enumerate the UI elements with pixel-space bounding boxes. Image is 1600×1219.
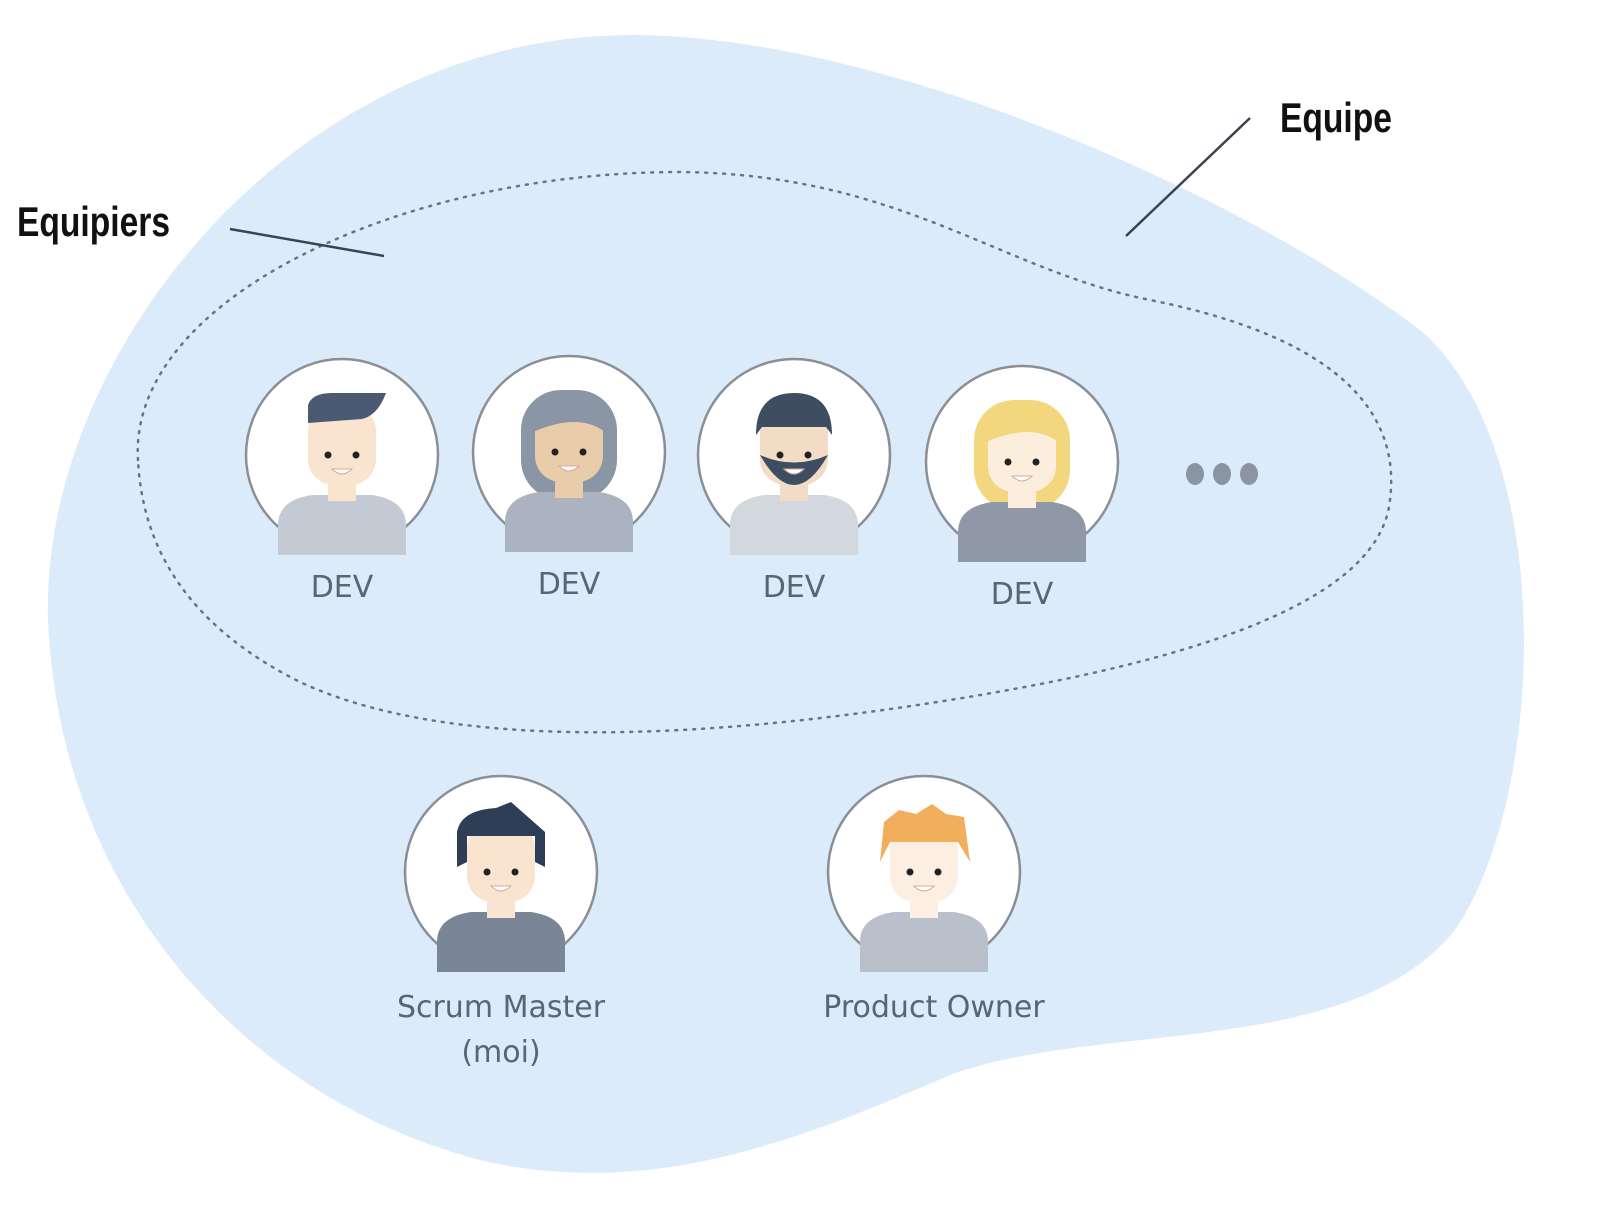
scrum-master-label: Scrum Master — [397, 990, 606, 1025]
member-role-label: DEV — [991, 577, 1054, 612]
avatar-dev-2 — [471, 354, 667, 552]
member-role-label: DEV — [538, 567, 601, 602]
avatar-dev-3 — [696, 357, 892, 555]
avatar-product-owner — [826, 774, 1022, 972]
equipe-label: Equipe — [1280, 96, 1392, 142]
avatar-dev-4 — [924, 364, 1120, 562]
avatar-scrum-master — [403, 774, 599, 972]
product-owner-label: Product Owner — [823, 990, 1045, 1025]
equipiers-label: Equipiers — [17, 200, 170, 246]
equipe-pointer-line — [1125, 117, 1251, 237]
team-members-boundary — [136, 170, 1393, 734]
equipiers-pointer-line — [229, 227, 385, 258]
scrum-master-note: (moi) — [461, 1035, 540, 1070]
avatar-dev-1 — [244, 357, 440, 555]
more-dots-icon — [1186, 463, 1258, 485]
member-role-label: DEV — [311, 570, 374, 605]
member-role-label: DEV — [763, 570, 826, 605]
